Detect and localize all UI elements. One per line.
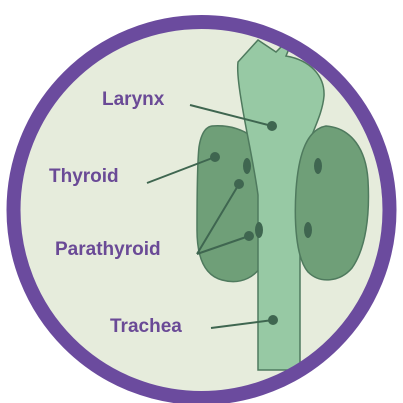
- thyroid-dot: [210, 152, 220, 162]
- larynx-label: Larynx: [102, 89, 165, 110]
- trachea-label: Trachea: [110, 316, 182, 337]
- thyroid-label: Thyroid: [49, 166, 119, 187]
- parathyroid-right-upper: [314, 158, 322, 174]
- larynx-dot: [267, 121, 277, 131]
- parathyroid-label: Parathyroid: [55, 239, 161, 260]
- parathyroid-dot-lower: [244, 231, 254, 241]
- parathyroid-right-lower: [304, 222, 312, 238]
- thyroid-right-lobe: [295, 126, 368, 280]
- trachea-dot: [268, 315, 278, 325]
- parathyroid-dot-upper: [234, 179, 244, 189]
- parathyroid-left-lower: [255, 222, 263, 238]
- parathyroid-left-upper: [243, 158, 251, 174]
